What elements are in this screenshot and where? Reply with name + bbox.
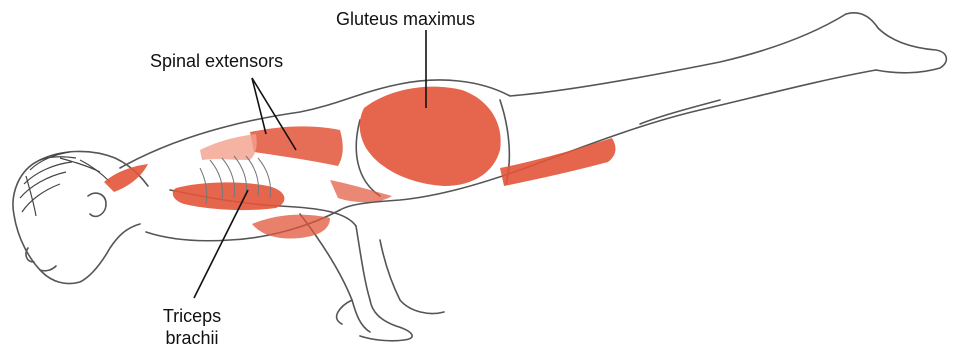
hamstring-muscle [500,138,615,186]
thigh-muscle [330,180,392,202]
gluteus-maximus-label: Gluteus maximus [336,8,475,30]
oblique-muscle [252,215,330,239]
spinal-extensors-muscle [250,126,343,166]
spinal-extensors-label: Spinal extensors [150,50,283,72]
triceps-brachii-label: Triceps brachii [152,305,232,349]
triceps-label-line1: Triceps [152,305,232,327]
gluteus-maximus-muscle [360,87,501,186]
hair [20,152,110,216]
spinal-leader-line-1 [252,78,266,134]
triceps-label-line2: brachii [152,327,232,349]
muscles [104,87,615,239]
spinal-extensors-lower [200,134,257,160]
triceps-brachii-muscle [173,182,285,210]
